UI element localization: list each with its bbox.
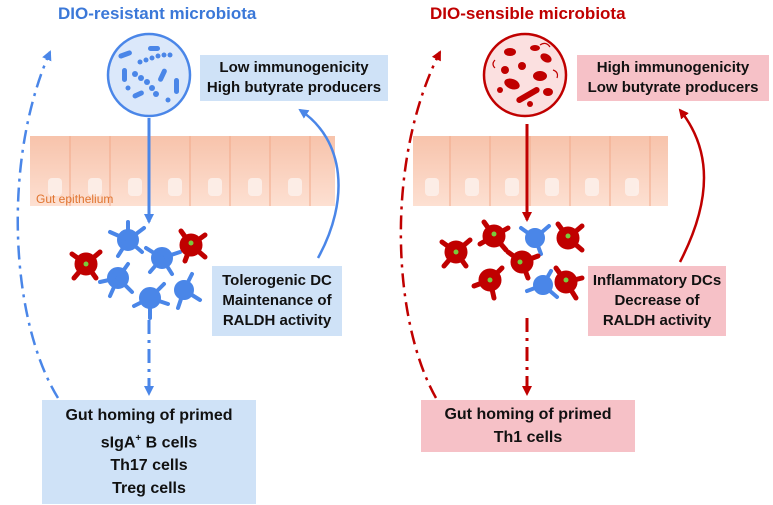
right-dc-box-line-1: Inflammatory DCs: [592, 272, 722, 289]
left-dc-box-line-2: Maintenance of: [222, 292, 332, 309]
right-dc-box-line-3: RALDH activity: [602, 312, 712, 329]
left-dc-feedback-arrow: [298, 108, 340, 259]
left-homing-line-4: Treg cells: [112, 480, 186, 498]
gut-epithelium-label: Gut epithelium: [36, 192, 114, 206]
right-homing-loop-arrow: [399, 50, 442, 399]
left-microbiota-properties-box: Low immunogenicity High butyrate produce…: [200, 55, 388, 101]
left-dc-box-line-1: Tolerogenic DC: [222, 272, 332, 289]
left-homing-loop-arrow: [16, 50, 60, 399]
right-top-box-line-2: Low butyrate producers: [587, 79, 759, 96]
left-top-box-line-1: Low immunogenicity: [219, 59, 369, 76]
right-gut-homing-box: Gut homing of primed Th1 cells: [421, 400, 635, 452]
left-gut-homing-box: Gut homing of primed sIgA+ B cells Th17 …: [42, 400, 256, 504]
right-dc-feedback-arrow: [678, 108, 706, 263]
left-title: DIO-resistant microbiota: [58, 4, 257, 23]
b-cells-label: B cells: [141, 434, 198, 452]
left-dc-cluster: [69, 220, 208, 320]
right-gut-epithelium: [413, 136, 668, 206]
right-homing-line-2: Th1 cells: [493, 429, 563, 446]
left-dc-box-line-3: RALDH activity: [222, 312, 332, 329]
right-dc-box-line-2: Decrease of: [614, 292, 700, 309]
right-title: DIO-sensible microbiota: [430, 4, 626, 23]
right-dc-cluster: [439, 219, 585, 301]
siga-superscript: +: [135, 432, 142, 444]
left-top-box-line-2: High butyrate producers: [206, 79, 382, 96]
right-microbiota-properties-box: High immunogenicity Low butyrate produce…: [577, 55, 769, 101]
left-homing-line-3: Th17 cells: [110, 457, 188, 475]
siga-label: sIgA: [100, 434, 136, 452]
left-homing-line-2: sIgA+ B cells: [101, 427, 198, 454]
right-microbiota-icon: [482, 32, 568, 118]
left-microbiota-icon: [106, 32, 192, 118]
left-gut-epithelium: [30, 136, 335, 206]
right-homing-line-1: Gut homing of primed: [444, 406, 612, 423]
left-homing-line-1: Gut homing of primed: [65, 406, 233, 424]
right-dc-box: Inflammatory DCs Decrease of RALDH activ…: [588, 266, 726, 336]
left-dc-box: Tolerogenic DC Maintenance of RALDH acti…: [212, 266, 342, 336]
right-top-box-line-1: High immunogenicity: [596, 59, 750, 76]
